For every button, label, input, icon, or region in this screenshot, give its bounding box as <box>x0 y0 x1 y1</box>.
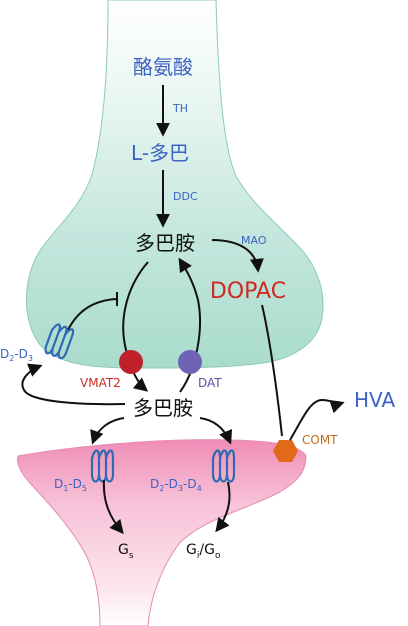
d2-d3-d4-label: D2-D3-D4 <box>150 477 202 493</box>
dopamine-presynaptic-label: 多巴胺 <box>135 231 195 255</box>
tyrosine-label: 酪氨酸 <box>133 55 193 79</box>
autoreceptor-sub1: 2 <box>9 354 14 363</box>
arrow-dopamine-to-vmat2 <box>122 261 149 392</box>
arrow-dopac-to-comt <box>261 304 283 437</box>
arrow-dopamine-to-autoreceptor <box>21 363 126 406</box>
vmat2-label: VMAT2 <box>80 376 121 390</box>
hva-label: HVA <box>354 388 395 412</box>
comt-enzyme-icon <box>273 440 298 462</box>
arrow-dopamine-to-d1 <box>90 417 125 445</box>
arrow-d1-to-gs <box>102 479 124 535</box>
arrow-comt-to-hva <box>289 398 345 441</box>
vmat2-transporter-icon <box>119 350 143 374</box>
autoreceptor-inhibition-line <box>67 298 118 331</box>
th-enzyme-label: TH <box>172 102 188 115</box>
comt-label: COMT <box>302 433 338 447</box>
dopamine-cleft-label: 多巴胺 <box>133 396 193 420</box>
gi-go-label: Gi/Go <box>186 542 221 561</box>
gs-label: Gs <box>118 542 134 561</box>
mao-enzyme-label: MAO <box>241 234 267 247</box>
ddc-enzyme-label: DDC <box>173 190 198 203</box>
dopac-label: DOPAC <box>210 279 286 304</box>
autoreceptor-sub2: 3 <box>28 354 33 363</box>
postsynaptic-terminal <box>17 439 307 626</box>
ldopa-label: L-多巴 <box>131 141 189 165</box>
arrow-dopamine-to-dopac <box>211 239 264 273</box>
autoreceptor-label: D2-D3 <box>0 347 33 363</box>
dat-label: DAT <box>198 376 222 390</box>
d1-d5-label: D1-D5 <box>54 477 87 493</box>
dat-transporter-icon <box>178 350 202 374</box>
arrow-dopamine-to-d2 <box>199 417 233 445</box>
arrow-d2-to-gio <box>215 481 231 533</box>
